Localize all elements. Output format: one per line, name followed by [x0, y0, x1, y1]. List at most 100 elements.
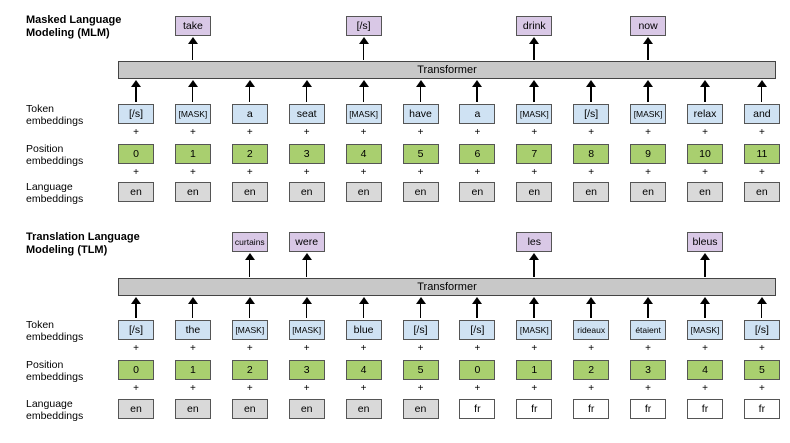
- arrow-shaft: [533, 259, 535, 277]
- input-arrow: [358, 80, 369, 102]
- position-embedding-box: 4: [345, 360, 382, 380]
- arrow-shaft: [191, 303, 194, 318]
- arrow-head: [472, 297, 483, 304]
- input-arrow: [586, 297, 597, 318]
- arrow-head: [187, 37, 198, 44]
- arrow-shaft: [533, 86, 535, 102]
- input-arrow: [301, 297, 312, 318]
- input-arrow: [187, 80, 198, 102]
- arrow-head: [358, 37, 369, 44]
- token-embedding-box: the: [174, 320, 211, 340]
- plus-sign: +: [246, 127, 253, 138]
- output-token-box: now: [630, 16, 667, 36]
- plus-sign: +: [133, 343, 139, 354]
- arrow-head: [529, 80, 540, 87]
- plus-sign: +: [417, 343, 424, 354]
- plus-sign: +: [531, 167, 538, 178]
- input-arrow: [301, 80, 312, 102]
- token-embedding-box: a: [231, 104, 268, 124]
- token-embeddings-label-line1: Token: [26, 103, 55, 115]
- arrow-head: [301, 80, 312, 87]
- input-arrow: [700, 297, 710, 318]
- arrow-shaft: [362, 86, 365, 102]
- arrow-head: [586, 80, 597, 87]
- language-embedding-box: en: [288, 399, 325, 419]
- language-embedding-box: en: [118, 399, 154, 419]
- plus-sign: +: [758, 127, 765, 138]
- arrow-head: [472, 80, 483, 87]
- arrow-head: [700, 297, 710, 304]
- plus-sign: +: [303, 127, 310, 138]
- language-embedding-box: en: [118, 182, 154, 202]
- token-embedding-box: [/s]: [743, 320, 780, 340]
- position-embedding-box: 2: [573, 360, 610, 380]
- mlm-transformer-bar: Transformer: [118, 61, 776, 79]
- token-embedding-box: a: [459, 104, 496, 124]
- token-embeddings-label-line2: embeddings: [26, 331, 84, 343]
- plus-sign: +: [645, 127, 652, 138]
- token-embedding-box: [/s]: [118, 104, 154, 124]
- arrow-head: [301, 297, 312, 304]
- plus-sign: +: [531, 343, 538, 354]
- input-arrow: [358, 297, 369, 318]
- token-embedding-box: [/s]: [402, 320, 439, 340]
- plus-sign: +: [417, 383, 424, 394]
- arrow-shaft: [305, 86, 308, 102]
- arrow-head: [700, 253, 710, 260]
- position-embedding-box: 6: [459, 144, 496, 164]
- position-embedding-box: 1: [174, 144, 211, 164]
- plus-sign: +: [303, 343, 310, 354]
- arrow-shaft: [704, 303, 706, 318]
- plus-sign: +: [133, 167, 139, 178]
- token-embedding-box: relax: [687, 104, 723, 124]
- input-arrow: [586, 80, 597, 102]
- input-arrow: [472, 297, 483, 318]
- position-embeddings-label-line2: embeddings: [26, 155, 84, 167]
- plus-sign: +: [645, 167, 652, 178]
- output-token-box: curtains: [231, 232, 268, 252]
- token-embeddings-label-line1: Token: [26, 319, 55, 331]
- position-embedding-box: 5: [402, 360, 439, 380]
- arrow-head: [756, 80, 767, 87]
- plus-sign: +: [474, 167, 481, 178]
- plus-sign: +: [645, 343, 652, 354]
- output-arrow: [529, 37, 540, 60]
- token-embedding-box: [MASK]: [630, 104, 667, 124]
- plus-sign: +: [588, 383, 595, 394]
- language-embedding-box: en: [174, 182, 211, 202]
- plus-sign: +: [360, 383, 367, 394]
- token-embedding-box: [MASK]: [516, 320, 553, 340]
- language-embedding-box: en: [516, 182, 553, 202]
- input-arrow: [415, 297, 426, 318]
- output-arrow: [244, 253, 255, 277]
- language-embedding-box: fr: [573, 399, 610, 419]
- position-embedding-box: 3: [288, 360, 325, 380]
- language-embedding-box: en: [402, 182, 439, 202]
- position-embedding-box: 0: [118, 144, 154, 164]
- arrow-head: [244, 80, 255, 87]
- language-embedding-box: en: [743, 182, 780, 202]
- input-arrow: [131, 80, 141, 102]
- language-embedding-box: en: [687, 182, 723, 202]
- position-embedding-box: 9: [630, 144, 667, 164]
- plus-sign: +: [474, 127, 481, 138]
- plus-sign: +: [189, 127, 196, 138]
- token-embedding-box: [MASK]: [174, 104, 211, 124]
- plus-sign: +: [702, 383, 708, 394]
- input-arrow: [529, 297, 540, 318]
- output-token-box: were: [288, 232, 325, 252]
- output-token-box: les: [516, 232, 553, 252]
- position-embedding-box: 3: [630, 360, 667, 380]
- token-embedding-box: and: [743, 104, 780, 124]
- arrow-shaft: [476, 86, 478, 102]
- output-arrow: [643, 37, 654, 60]
- arrow-head: [415, 80, 426, 87]
- token-embedding-box: [MASK]: [345, 104, 382, 124]
- output-arrow: [187, 37, 198, 60]
- plus-sign: +: [189, 167, 196, 178]
- plus-sign: +: [645, 383, 652, 394]
- plus-sign: +: [588, 343, 595, 354]
- arrow-shaft: [647, 86, 649, 102]
- arrow-shaft: [533, 43, 535, 60]
- plus-sign: +: [360, 167, 367, 178]
